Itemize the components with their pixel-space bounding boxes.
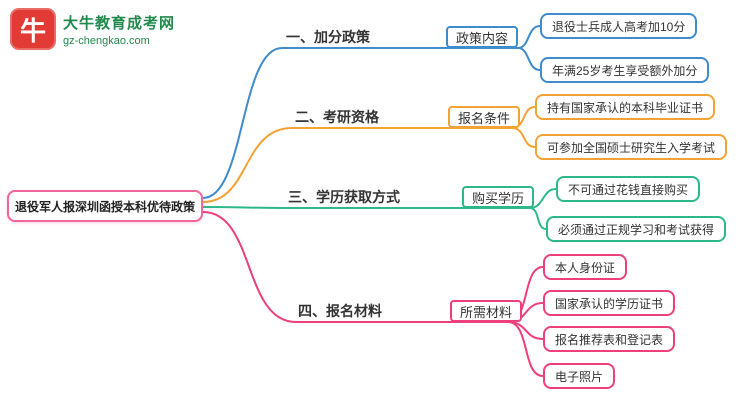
site-url: gz-chengkao.com (63, 34, 150, 47)
leaf-node: 不可通过花钱直接购买 (556, 176, 701, 202)
leaf-node: 可参加全国硕士研究生入学考试 (535, 134, 728, 160)
sub-node-1: 政策内容 (446, 26, 519, 48)
root-node: 退役军人报深圳函授本科优待政策 (7, 190, 204, 222)
leaf-node: 退役士兵成人高考加10分 (540, 13, 698, 39)
leaf-node: 年满25岁考生享受额外加分 (540, 57, 710, 83)
leaf-node: 持有国家承认的本科毕业证书 (535, 94, 716, 120)
logo-text: 大牛教育成考网 gz-chengkao.com (63, 12, 175, 47)
leaf-node: 国家承认的学历证书 (543, 290, 676, 316)
sub-node-2: 报名条件 (448, 106, 521, 128)
site-logo[interactable]: 牛 大牛教育成考网 gz-chengkao.com (10, 8, 175, 50)
leaf-node: 本人身份证 (543, 254, 628, 280)
branch-label-1: 一、加分政策 (286, 29, 370, 45)
leaf-node: 报名推荐表和登记表 (543, 326, 676, 352)
branch-label-2: 二、考研资格 (295, 109, 379, 125)
branch-label-3: 三、学历获取方式 (288, 189, 400, 205)
site-name: 大牛教育成考网 (63, 14, 176, 32)
logo-bull-icon: 牛 (10, 8, 56, 50)
branch-label-4: 四、报名材料 (298, 303, 382, 319)
leaf-node: 必须通过正规学习和考试获得 (546, 216, 727, 242)
sub-node-4: 所需材料 (450, 300, 523, 322)
leaf-node: 电子照片 (543, 363, 616, 389)
sub-node-3: 购买学历 (462, 186, 535, 208)
